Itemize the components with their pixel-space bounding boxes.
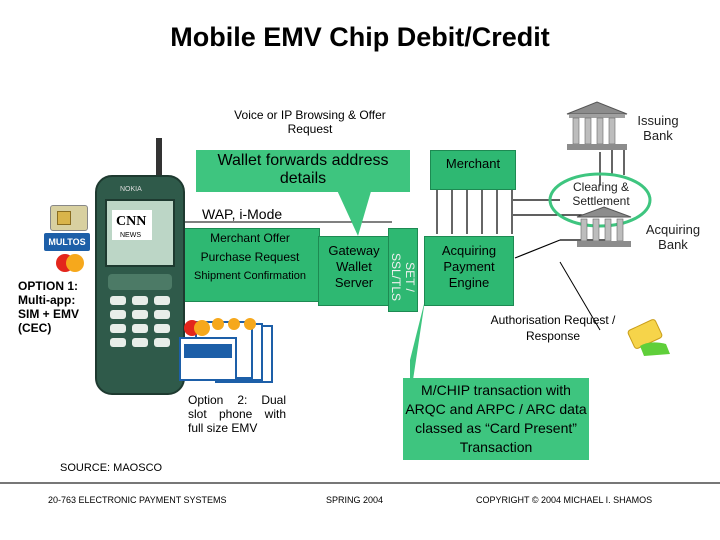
footer-course: 20-763 ELECTRONIC PAYMENT SYSTEMS <box>48 495 227 505</box>
acquiring-bank-label: Acquiring Bank <box>645 222 701 252</box>
mastercard-logo-icon <box>54 253 86 273</box>
footer-term: SPRING 2004 <box>326 495 384 505</box>
flow-panel <box>182 228 320 302</box>
acquiring-engine-box: Acquiring Payment Engine <box>424 236 514 306</box>
option2-label: Option 2: Dual slot phone with full size… <box>188 393 286 435</box>
footer-divider <box>0 482 720 484</box>
wallet-forwards-bubble: Wallet forwards address details <box>196 150 410 192</box>
clearing-label: Clearing & Settlement <box>572 180 630 208</box>
mobile-phone-image: NOKIA CNN NEWS <box>92 138 188 398</box>
hand-card-icon <box>626 318 674 358</box>
shipment-label: Shipment Confirmation <box>194 270 306 282</box>
protocol-label: SET / SSL/TLS <box>389 252 417 302</box>
wap-label: WAP, i-Mode <box>202 206 283 222</box>
acquiring-bank-building-icon <box>573 205 635 251</box>
gateway-wallet-server: Gateway Wallet Server <box>318 236 390 306</box>
voice-ip-label: Voice or IP Browsing & Offer Request <box>234 108 386 136</box>
screen-logo: CNN <box>116 214 147 229</box>
sim-card-icon <box>50 205 88 231</box>
option1-label: OPTION 1: Multi-app: SIM + EMV (CEC) <box>18 279 80 335</box>
protocol-bar: SET / SSL/TLS <box>388 228 418 312</box>
bank-building-icon <box>563 100 631 152</box>
mchip-bubble: M/CHIP transaction with ARQC and ARPC / … <box>403 378 589 460</box>
merchant-box: Merchant <box>430 150 516 190</box>
merchant-offer-label: Merchant Offer <box>210 231 290 245</box>
issuing-bank-label: Issuing Bank <box>637 113 679 143</box>
multos-logo: MULTOS <box>44 233 90 251</box>
source-label: SOURCE: MAOSCO <box>60 462 163 474</box>
emv-card-stack <box>178 318 278 384</box>
screen-sub: NEWS <box>120 232 141 239</box>
purchase-request-label: Purchase Request <box>200 250 300 264</box>
phone-brand: NOKIA <box>120 186 142 193</box>
footer-copyright: COPYRIGHT © 2004 MICHAEL I. SHAMOS <box>476 495 653 505</box>
authorisation-label: Authorisation Request / Response <box>490 313 616 343</box>
slide-title: Mobile EMV Chip Debit/Credit <box>170 22 550 52</box>
